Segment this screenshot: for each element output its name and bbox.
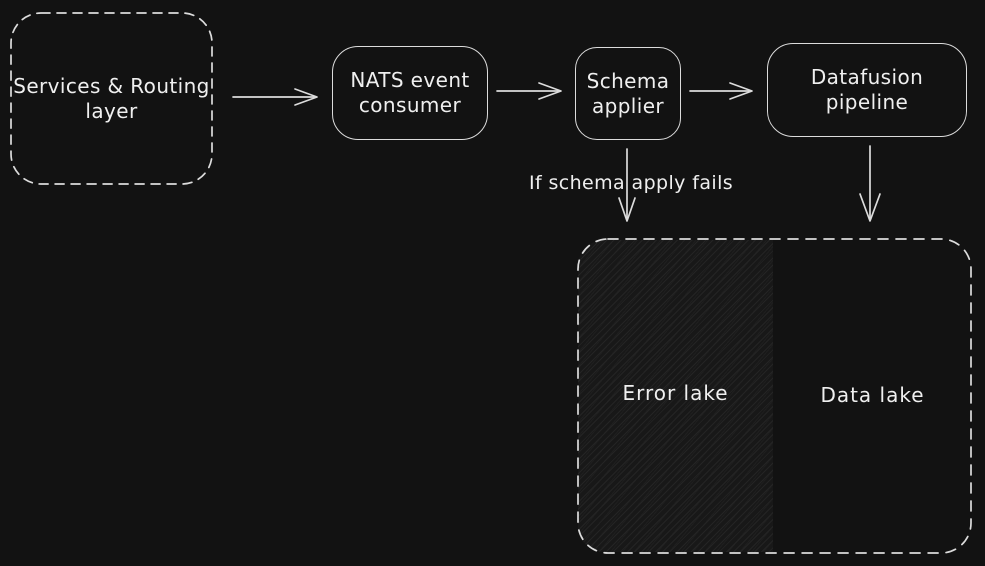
data-lake-label: Data lake — [820, 383, 925, 407]
node-label-line: Datafusion pipeline — [810, 65, 924, 114]
arrow-nats-to-schema — [496, 82, 562, 100]
node-schema-applier: Schema applier — [575, 47, 681, 140]
node-label-line: consumer — [358, 93, 462, 117]
node-services-routing-layer: Services & Routing layer — [10, 12, 213, 185]
arrow-datafusion-to-data-lake — [859, 145, 881, 222]
arrow-schema-to-error-lake — [618, 148, 636, 222]
node-label-line: Schema — [586, 68, 670, 93]
error-lake-label: Error lake — [622, 381, 729, 405]
node-datafusion-pipeline: Datafusion pipeline — [767, 43, 967, 137]
services-routing-box-border — [10, 12, 213, 185]
node-label-line: NATS event — [350, 68, 470, 92]
arrow-services-to-nats — [232, 88, 318, 106]
node-label-line: layer — [85, 98, 138, 123]
node-label-line: applier — [591, 93, 665, 118]
lakes-container-border — [577, 238, 972, 554]
edge-label-if-schema-apply-fails: If schema apply fails — [528, 172, 734, 194]
node-label-line: Services & Routing — [13, 73, 210, 98]
node-nats-event-consumer: NATS event consumer — [332, 46, 488, 140]
error-lake-region — [578, 240, 773, 552]
arrow-schema-to-datafusion — [689, 82, 753, 100]
